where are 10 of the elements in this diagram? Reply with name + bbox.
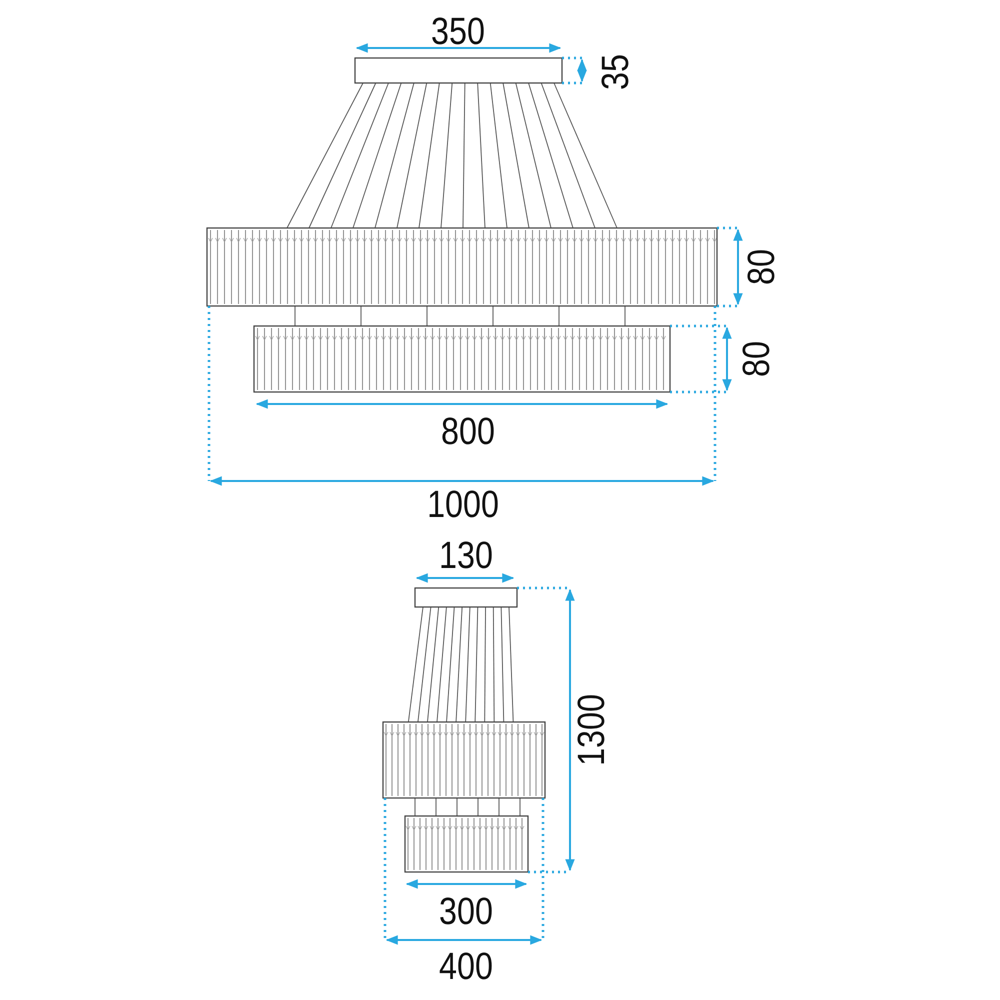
dimension-label: 350 <box>431 13 485 51</box>
dimension-label: 1000 <box>427 486 499 524</box>
dimension-label: 1300 <box>573 694 611 766</box>
dimension-label: 300 <box>439 893 493 931</box>
dimension-label: 80 <box>743 249 781 285</box>
dimension-label: 400 <box>439 948 493 986</box>
dimension-label: 800 <box>441 413 495 451</box>
dimension-label: 130 <box>439 537 493 575</box>
dimension-label: 35 <box>597 54 635 90</box>
dimension-label: 80 <box>738 341 776 377</box>
